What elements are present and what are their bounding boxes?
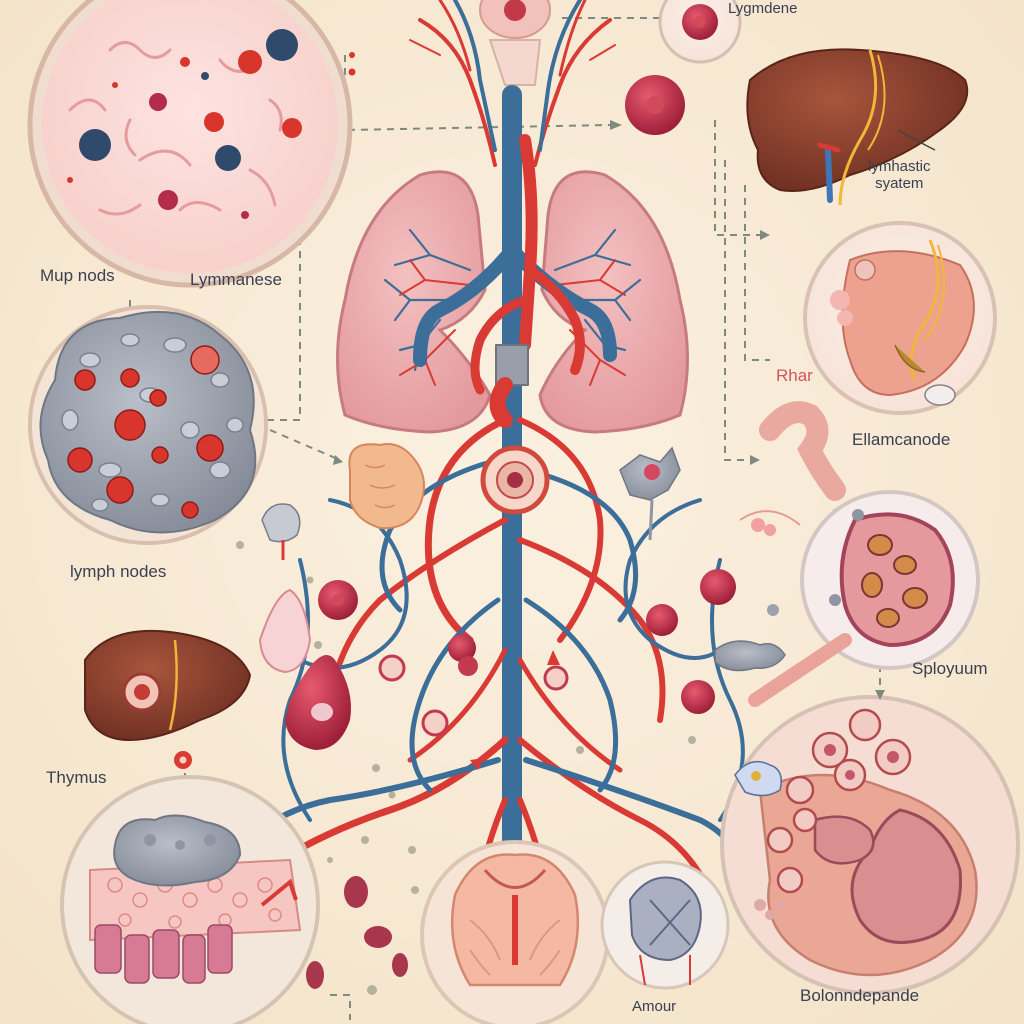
- blood-cells-magnifier: [27, 0, 353, 288]
- neck-vessels: [409, 0, 616, 167]
- arrow-heads: [333, 120, 885, 700]
- lymph-node-magnifier: [28, 305, 268, 545]
- label-mup-nodes: Mup nods: [40, 266, 115, 285]
- left-small-organs: [258, 503, 351, 750]
- label-lymph-nodes: lymph nodes: [70, 562, 167, 581]
- amour-magnifier: [600, 860, 730, 990]
- label-lygmdene: Lygmdene: [728, 0, 798, 17]
- label-ellamcanode: Ellamcanode: [852, 430, 951, 449]
- liver-top-right: [658, 0, 969, 206]
- tissue-connector: [739, 401, 846, 536]
- label-lymphatic-line2: syatem: [875, 175, 924, 193]
- pelvis-magnifier: [420, 840, 610, 1024]
- thymus-magnifier: [60, 775, 320, 1024]
- label-sployuum: Sployuum: [912, 659, 988, 678]
- label-lymmanese: Lymmanese: [190, 270, 282, 289]
- central-lymph-node: [480, 445, 550, 515]
- red-blood-cells: [318, 75, 736, 737]
- gray-node-center-right: [619, 446, 681, 541]
- label-amour: Amour: [632, 998, 677, 1015]
- label-rhar: Rhar: [776, 366, 813, 385]
- spleen-stalk: [748, 633, 852, 707]
- gallbladder-magnifier: [803, 221, 997, 415]
- label-lymphatic-line1: lymhastic: [868, 158, 931, 175]
- label-lymphatic-system: lymhastic syatem: [868, 158, 931, 193]
- label-bolonndepande: Bolonndepande: [800, 986, 920, 1005]
- label-thymus: Thymus: [46, 768, 107, 787]
- lungs: [336, 170, 689, 434]
- intestine-magnifier: [720, 695, 1020, 995]
- tonsil-blob: [348, 443, 425, 530]
- spleen-magnifier: [800, 490, 980, 670]
- liver-left: [84, 629, 252, 769]
- floating-particles: [236, 52, 696, 995]
